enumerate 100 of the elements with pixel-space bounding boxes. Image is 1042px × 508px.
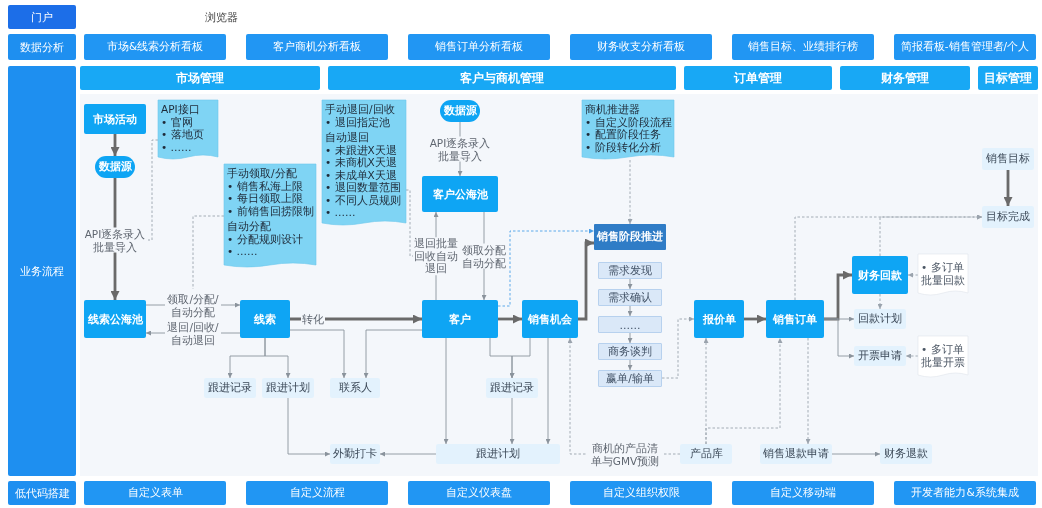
bullet-item: • ……: [161, 140, 193, 153]
sub-box: 跟进记录: [204, 378, 256, 398]
edge-label: API逐条录入批量导入: [428, 136, 492, 162]
leader-line: [147, 139, 159, 241]
edge-label: 商机的产品清单与GMV预测: [587, 441, 663, 467]
dashboard-box: 市场&线索分析看板: [84, 34, 226, 60]
dashboard-box: 自定义组织权限: [570, 481, 712, 505]
sub-box: 销售退款申请: [760, 444, 832, 464]
sub-box: 跟进记录: [486, 378, 538, 398]
bullet-item: • 配置阶段任务: [585, 128, 662, 141]
column-header: 客户与商机管理: [328, 66, 676, 90]
column-header: 订单管理: [684, 66, 832, 90]
process-box: 市场活动: [84, 104, 146, 134]
stage-box: 需求发现: [598, 262, 662, 279]
edge-label: 退回批量回收自动退回: [414, 237, 458, 275]
sub-box: 财务退款: [880, 444, 932, 464]
arrow: [744, 314, 766, 324]
bullet-item: • 每日领取上限: [227, 192, 304, 205]
sub-box: 联系人: [330, 378, 380, 398]
dashboard-box: 销售目标、业绩排行榜: [732, 34, 874, 60]
bullet-item: • 不同人员规则: [325, 193, 402, 206]
bullet-item: • 退回指定池: [325, 115, 391, 128]
edge-label: 退回/回收/自动退回: [165, 320, 221, 346]
bullet-item: • 分配规则设计: [227, 232, 304, 245]
note-heading: 自动分配: [227, 220, 272, 233]
leader-line: [405, 189, 414, 257]
bullet-item: • 阶段转化分析: [585, 140, 662, 153]
sub-box: 销售目标: [982, 148, 1034, 170]
note-card: [918, 254, 968, 296]
arrow: [110, 134, 120, 156]
process-box: 客户公海池: [422, 176, 498, 212]
sub-box: 回款计划: [854, 309, 906, 329]
note-card: [158, 100, 218, 160]
bullet-item: • 退回数量范围: [325, 181, 402, 194]
arrow: [824, 270, 852, 321]
dashboard-box: 自定义流程: [246, 481, 388, 505]
category-box: 低代码搭建: [8, 481, 76, 505]
edge-label: API逐条录入批量导入: [83, 227, 147, 253]
note-card: [322, 100, 406, 226]
bullet-item: • 未成单X天退: [325, 168, 398, 181]
bullet-item: • 自定义阶段流程: [585, 115, 671, 128]
edge-label: 领取/分配/自动分配: [165, 292, 221, 318]
arrow: [498, 314, 522, 324]
process-box: 销售阶段推进: [594, 224, 666, 250]
sub-box: 产品库: [680, 444, 732, 464]
sub-box: 目标完成: [982, 206, 1034, 228]
dashboard-box: 自定义移动端: [732, 481, 874, 505]
stage-box: 需求确认: [598, 289, 662, 306]
bullet-item: • 多订单批量开票: [921, 343, 965, 368]
note-card: [224, 164, 316, 268]
edge-label: 转化: [301, 312, 325, 326]
bullet-item: • 官网: [161, 115, 194, 128]
arrow: [578, 238, 594, 321]
sub-box: 跟进计划: [262, 378, 314, 398]
sub-box: 外勤打卡: [330, 444, 380, 464]
dashboard-box: 开发者能力&系统集成: [894, 481, 1036, 505]
arrow: [1003, 170, 1013, 206]
data-source-pill: 数据源: [440, 100, 480, 122]
category-box: 数据分析: [8, 34, 76, 60]
process-box: 线索: [240, 300, 290, 338]
category-box: 门户: [8, 5, 76, 29]
bullet-item: • 未商机X天退: [325, 156, 398, 169]
edge-label: 领取分配自动分配: [462, 243, 506, 269]
column-header: 财务管理: [840, 66, 970, 90]
column-header: 目标管理: [978, 66, 1038, 90]
dashboard-box: 财务收支分析看板: [570, 34, 712, 60]
stage-box: 商务谈判: [598, 343, 662, 360]
note-heading: 手动退回/回收: [325, 103, 396, 116]
bullet-item: • 销售私海上限: [227, 179, 304, 192]
process-box: 线索公海池: [84, 300, 146, 338]
process-box: 财务回款: [852, 256, 908, 294]
process-box: 销售订单: [766, 300, 824, 338]
dashboard-box: 自定义仪表盘: [408, 481, 550, 505]
bullet-item: • ……: [227, 245, 259, 258]
stage-box: ……: [598, 316, 662, 333]
note-heading: 自动退回: [325, 131, 370, 144]
process-box: 报价单: [694, 300, 744, 338]
note-card: [918, 336, 968, 378]
dashboard-box: 销售订单分析看板: [408, 34, 550, 60]
category-box: 业务流程: [8, 66, 76, 476]
sub-box: 跟进计划: [436, 444, 560, 464]
dashboard-box: 自定义表单: [84, 481, 226, 505]
dashboard-box: 简报看板-销售管理者/个人: [894, 34, 1036, 60]
process-box: 销售机会: [522, 300, 578, 338]
bullet-item: • 前销售回捞限制: [227, 204, 313, 217]
sub-box: 开票申请: [854, 346, 906, 366]
note-card: [582, 100, 674, 160]
bullet-item: • 落地页: [161, 128, 205, 141]
data-source-pill: 数据源: [95, 156, 135, 178]
leader-line: [192, 215, 225, 290]
arrow: [290, 314, 422, 324]
process-box: 客户: [422, 300, 498, 338]
bullet-item: • 多订单批量回款: [921, 261, 965, 286]
stage-box: 赢单/输单: [598, 370, 662, 387]
bullet-item: • 未跟进X天退: [325, 143, 398, 156]
column-header: 市场管理: [80, 66, 320, 90]
bullet-item: • ……: [325, 206, 357, 219]
note-heading: 手动领取/分配: [227, 167, 298, 180]
dashboard-box: 客户商机分析看板: [246, 34, 388, 60]
portal-label: 浏览器: [205, 10, 238, 25]
